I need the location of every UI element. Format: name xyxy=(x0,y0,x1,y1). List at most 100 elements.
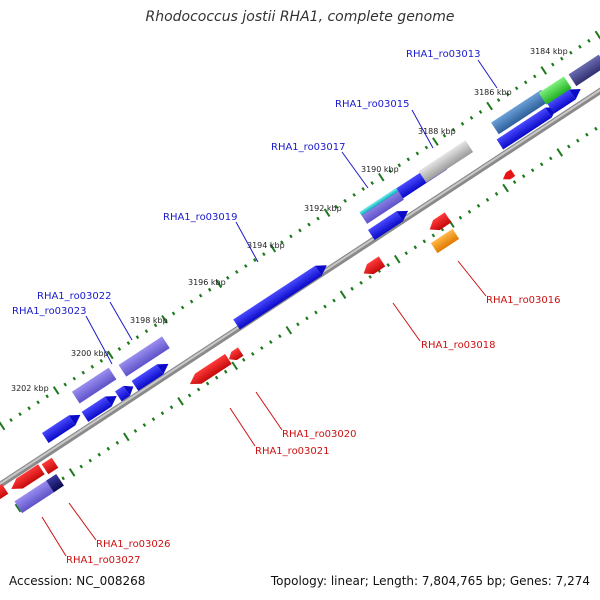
gene-label-ro03013[interactable]: RHA1_ro03013 xyxy=(406,49,481,60)
tick-label: 3200 kbp xyxy=(71,349,109,358)
tick-mark xyxy=(587,38,591,43)
tick-mark xyxy=(460,121,465,126)
tick-mark xyxy=(397,163,402,168)
tick-mark xyxy=(234,270,239,274)
tick-mark xyxy=(61,476,65,481)
cds-forward-ro03019[interactable] xyxy=(233,260,330,330)
gene-label-ro03027[interactable]: RHA1_ro03027 xyxy=(66,555,141,566)
tick-labels: 3184 kbp 3186 kbp 3188 kbp 3190 kbp 3192… xyxy=(11,47,568,393)
tick-mark xyxy=(207,287,212,292)
tick-mark xyxy=(334,204,338,209)
tick-mark xyxy=(404,251,409,256)
gene-ro03015[interactable] xyxy=(418,140,474,183)
cds-forward-3202a[interactable] xyxy=(81,391,120,422)
tick-mark xyxy=(135,335,140,340)
gene-ro03020[interactable] xyxy=(226,347,244,363)
tick-mark xyxy=(332,298,336,303)
tick-mark xyxy=(262,252,266,257)
tick-mark xyxy=(153,323,158,328)
gene-label-ro03020[interactable]: RHA1_ro03020 xyxy=(282,429,357,440)
gene-ro03022[interactable] xyxy=(118,336,170,377)
gene-ro03017[interactable] xyxy=(359,187,404,224)
tick-mark xyxy=(512,180,517,185)
cds-forward-3202b[interactable] xyxy=(41,410,84,443)
cds-reverse-3186[interactable] xyxy=(501,169,516,182)
tick-mark xyxy=(550,62,555,67)
tick-mark xyxy=(539,162,544,167)
tick-mark xyxy=(559,56,564,61)
gene-features xyxy=(0,54,600,514)
tick-mark xyxy=(594,126,598,131)
gene-label-ro03019[interactable]: RHA1_ro03019 xyxy=(163,212,238,223)
tick-mark xyxy=(393,254,401,264)
gene-label-ro03016[interactable]: RHA1_ro03016 xyxy=(486,295,561,306)
tick-mark xyxy=(268,340,273,345)
tick-label: 3194 kbp xyxy=(247,241,285,250)
tick-mark xyxy=(585,132,589,137)
gene-label-ro03015[interactable]: RHA1_ro03015 xyxy=(335,99,410,110)
tick-mark xyxy=(432,137,439,146)
tick-mark xyxy=(187,393,192,398)
tick-mark xyxy=(521,174,526,179)
tick-mark xyxy=(296,322,300,327)
tick-mark xyxy=(269,243,277,253)
gene-ro03013-slate[interactable] xyxy=(568,54,600,87)
tick-mark xyxy=(451,127,456,132)
tick-mark xyxy=(370,181,375,186)
tick-mark xyxy=(225,275,230,280)
tick-mark xyxy=(79,464,84,469)
gene-ro03026[interactable] xyxy=(41,457,59,475)
tick-mark xyxy=(285,325,293,335)
tick-mark xyxy=(359,280,363,285)
tick-mark xyxy=(594,30,600,40)
tick-mark xyxy=(361,186,366,191)
gene-label-ro03017[interactable]: RHA1_ro03017 xyxy=(271,142,346,153)
gene-label-ro03026[interactable]: RHA1_ro03026 xyxy=(96,539,171,550)
tick-mark xyxy=(9,418,13,422)
tick-mark xyxy=(505,92,510,97)
gene-ro03016[interactable] xyxy=(430,228,460,254)
tick-mark xyxy=(169,405,174,410)
cds-forward-3184[interactable] xyxy=(547,84,584,114)
gene-ro03027[interactable] xyxy=(8,464,45,494)
tick-mark xyxy=(259,346,264,350)
cds-forward-3192[interactable] xyxy=(367,206,411,240)
tick-mark xyxy=(223,369,228,374)
tick-mark xyxy=(478,110,483,114)
gene-label-ro03022[interactable]: RHA1_ro03022 xyxy=(37,291,112,302)
gene-ro03013-green[interactable] xyxy=(538,76,572,105)
gene-label-ro03021[interactable]: RHA1_ro03021 xyxy=(255,446,330,457)
gene-ro03021[interactable] xyxy=(187,353,232,389)
tick-mark xyxy=(496,98,501,103)
cds-reverse-edge[interactable] xyxy=(0,483,9,501)
gene-ro03013[interactable] xyxy=(491,89,549,135)
gene-ro03023[interactable] xyxy=(71,367,117,404)
map-title: Rhodococcus jostii RHA1, complete genome xyxy=(145,9,455,25)
gene-label-ro03023[interactable]: RHA1_ro03023 xyxy=(12,306,87,317)
tick-mark xyxy=(388,169,393,174)
tick-mark xyxy=(424,145,429,150)
tick-mark xyxy=(339,290,347,299)
cds-forward-3200b[interactable] xyxy=(115,381,137,402)
tick-mark xyxy=(99,358,104,363)
gene-ro03018[interactable] xyxy=(360,256,386,278)
tick-mark xyxy=(386,263,391,268)
tick-label: 3198 kbp xyxy=(130,316,168,325)
cds-reverse-3192[interactable] xyxy=(426,212,452,234)
tick-mark xyxy=(14,503,22,513)
cds-forward-3200a[interactable] xyxy=(131,359,172,391)
tick-mark xyxy=(442,133,447,138)
tick-mark xyxy=(316,216,320,221)
tick-mark xyxy=(68,468,76,477)
tick-mark xyxy=(578,44,582,49)
tick-mark xyxy=(458,215,463,220)
tick-mark xyxy=(142,423,147,428)
tick-mark xyxy=(323,208,331,217)
gene-label-ro03018[interactable]: RHA1_ro03018 xyxy=(421,340,496,351)
gene-ro03027-lav[interactable] xyxy=(14,473,64,514)
tick-mark xyxy=(161,315,168,324)
tick-mark xyxy=(575,138,580,143)
tick-label: 3188 kbp xyxy=(418,127,456,136)
tick-mark xyxy=(350,286,354,291)
